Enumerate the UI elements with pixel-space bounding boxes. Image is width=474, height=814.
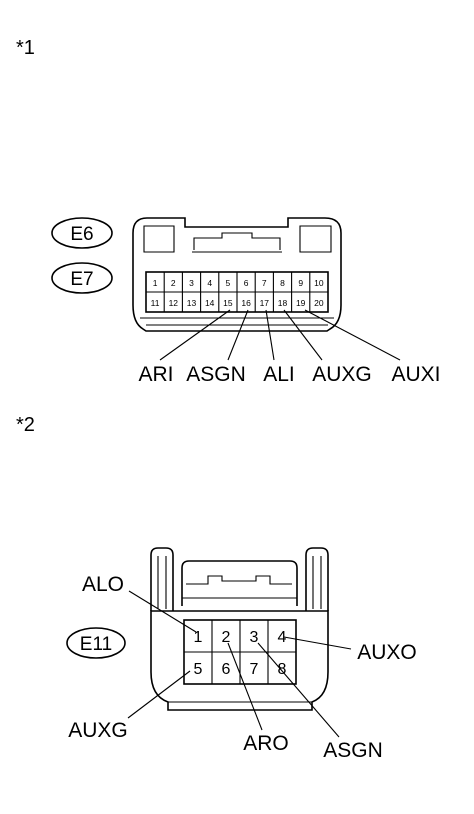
label-aro: ARO [243, 732, 289, 755]
marker-1: *1 [16, 37, 35, 59]
marker-2: *2 [16, 414, 35, 436]
connector-2-pin-5: 5 [194, 661, 203, 678]
connector-2-left-latch [150, 547, 174, 611]
connector-1-pin-19: 19 [296, 298, 306, 308]
connector-2-pin-2: 2 [222, 629, 231, 646]
connector-2-housing [181, 560, 298, 606]
connector-1-housing [132, 217, 342, 332]
connector-1-pin-12: 12 [169, 298, 179, 308]
label-auxi: AUXI [391, 363, 440, 386]
label-ali: ALI [263, 363, 295, 386]
connector-1-pin-9: 9 [298, 278, 303, 288]
connector-1-pin-15: 15 [223, 298, 233, 308]
connector-1-pin-20: 20 [314, 298, 324, 308]
connector-1-lock [193, 232, 281, 250]
connector-code-e6-label: E6 [70, 224, 93, 245]
connector-1-pin-8: 8 [280, 278, 285, 288]
connector-2-leads [127, 590, 352, 738]
connector-2-right-latch [305, 547, 329, 611]
label-auxo: AUXO [357, 641, 417, 664]
connector-1-pin-7: 7 [262, 278, 267, 288]
label-alo: ALO [82, 573, 124, 596]
connector-1-pin-16: 16 [241, 298, 251, 308]
connector-code-e6: E6 [51, 217, 113, 249]
connector-1-pin-2: 2 [171, 278, 176, 288]
connector-2-pin-8: 8 [278, 661, 287, 678]
connector-code-e11: E11 [66, 627, 126, 659]
connector-1-pin-18: 18 [278, 298, 288, 308]
connector-2-pin-6: 6 [222, 661, 231, 678]
label-ari: ARI [138, 363, 173, 386]
label-asgn-2: ASGN [323, 739, 383, 762]
connector-e11: 1 2 3 4 5 6 7 8 [150, 547, 329, 711]
connector-1-leads [159, 309, 401, 361]
connector-code-e7: E7 [51, 262, 113, 294]
connector-1-pin-4: 4 [207, 278, 212, 288]
connector-1-pin-5: 5 [226, 278, 231, 288]
connector-1-pin-10: 10 [314, 278, 324, 288]
label-auxg-2: AUXG [68, 719, 128, 742]
connector-1-pin-14: 14 [205, 298, 215, 308]
connector-code-e11-label: E11 [80, 634, 112, 655]
connector-2-pin-4: 4 [278, 629, 287, 646]
connector-1-pin-17: 17 [260, 298, 270, 308]
connector-1-left-latch [143, 225, 175, 253]
connector-1-pin-11: 11 [151, 298, 160, 308]
connector-1-pin-6: 6 [244, 278, 249, 288]
connector-1-pin-13: 13 [187, 298, 197, 308]
connector-2-pin-3: 3 [250, 629, 259, 646]
connector-code-e7-label: E7 [70, 269, 93, 290]
connector-1-pin-1: 1 [153, 278, 158, 288]
label-auxg-1: AUXG [312, 363, 372, 386]
connector-2-pin-1: 1 [194, 629, 203, 646]
label-asgn-1: ASGN [186, 363, 246, 386]
connector-2-pin-7: 7 [250, 661, 259, 678]
connector-1-right-latch [299, 225, 332, 253]
connector-1-pin-3: 3 [189, 278, 194, 288]
